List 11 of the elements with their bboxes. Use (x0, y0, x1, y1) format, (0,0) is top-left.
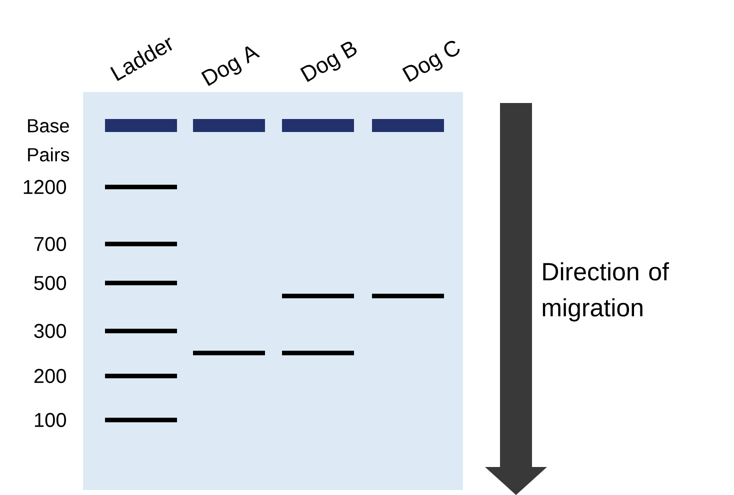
size-label: 200 (34, 368, 66, 384)
size-label: 500 (34, 276, 66, 290)
size-label: 100 (34, 412, 66, 428)
size-label: 700 (34, 236, 66, 252)
lane-label: Dog A (201, 46, 260, 86)
axis-title: Base Pairs (28, 119, 70, 162)
size-label: 1200 (24, 180, 66, 194)
size-label: 300 (34, 324, 66, 338)
lane-label: Dog B (300, 42, 357, 82)
direction-label: Direction of migration (542, 262, 670, 322)
lane-label: Dog C (402, 40, 460, 82)
